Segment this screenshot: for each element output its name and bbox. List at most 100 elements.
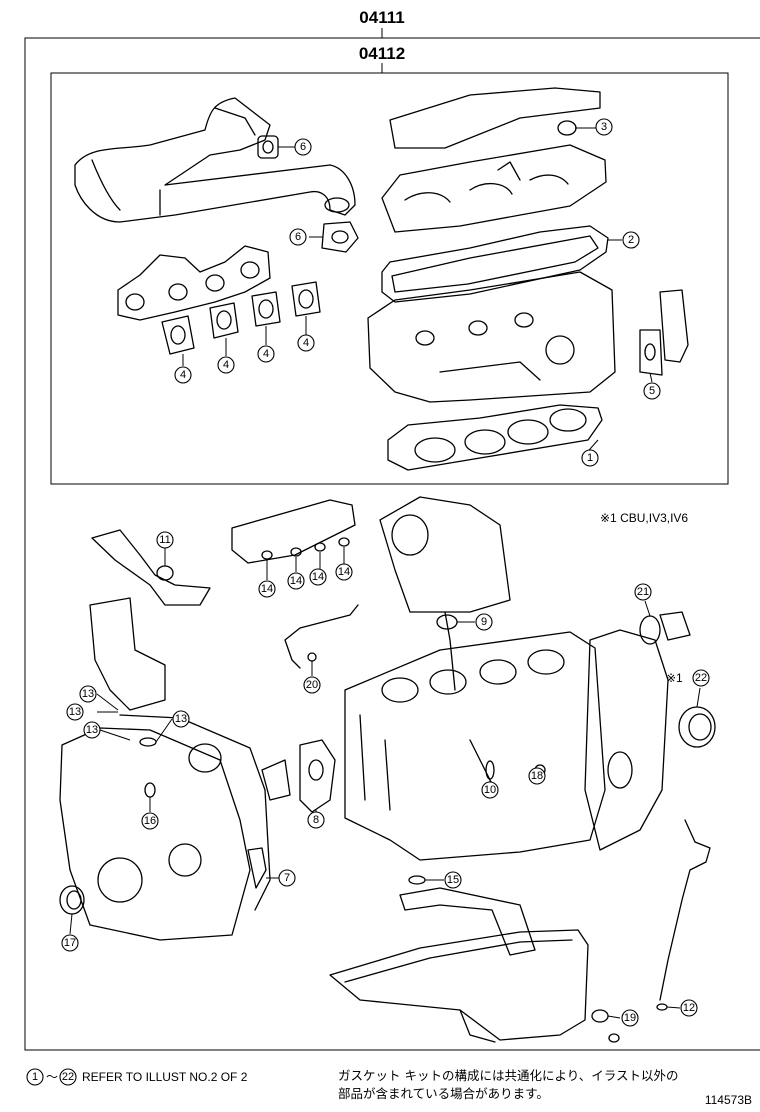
callout-4d: 4 <box>297 334 315 352</box>
cylinder-head-drawing <box>367 271 616 403</box>
svg-text:7: 7 <box>284 872 290 884</box>
svg-text:9: 9 <box>481 616 487 628</box>
jp-note-line2: 部品が含まれている場合があります。 <box>338 1086 549 1101</box>
o-ring-13 <box>139 737 157 747</box>
variant-note-marker: ※1 <box>666 671 683 685</box>
svg-text:16: 16 <box>144 815 156 827</box>
svg-text:～: ～ <box>46 1070 58 1084</box>
callout-18: 18 <box>528 767 546 785</box>
svg-text:20: 20 <box>306 679 318 691</box>
svg-text:4: 4 <box>223 359 229 371</box>
svg-text:1: 1 <box>32 1071 38 1083</box>
water-outlet-drawing <box>639 289 689 376</box>
callout-6-upper: 6 <box>294 138 312 156</box>
intake-manifold-drawing <box>231 499 356 564</box>
gasket-6-lower <box>321 221 359 253</box>
svg-text:8: 8 <box>313 814 319 826</box>
svg-text:14: 14 <box>312 571 324 583</box>
svg-text:1: 1 <box>587 452 593 464</box>
callout-13b: 13 <box>66 703 84 721</box>
oil-pan-drawing <box>329 929 589 1043</box>
svg-text:14: 14 <box>338 566 350 578</box>
callout-9: 9 <box>475 613 493 631</box>
o-ring-21 <box>639 611 691 645</box>
svg-text:22: 22 <box>62 1071 74 1083</box>
svg-text:2: 2 <box>628 234 634 246</box>
svg-text:13: 13 <box>82 688 94 700</box>
svg-text:5: 5 <box>649 385 655 397</box>
timing-case-drawing <box>59 597 271 941</box>
callout-15: 15 <box>444 871 462 889</box>
oil-pipe-20 <box>284 604 359 669</box>
svg-text:13: 13 <box>69 706 81 718</box>
svg-text:13: 13 <box>86 724 98 736</box>
svg-text:17: 17 <box>64 937 76 949</box>
gasket-6-upper <box>257 135 279 159</box>
rear-oil-seal-22 <box>678 706 716 748</box>
callout-1: 1 <box>581 449 599 467</box>
svg-text:4: 4 <box>303 337 309 349</box>
callout-16: 16 <box>141 812 159 830</box>
oil-seal-17 <box>59 885 85 915</box>
callout-8: 8 <box>307 811 325 829</box>
svg-text:18: 18 <box>531 770 543 782</box>
callout-14b: 14 <box>287 572 305 590</box>
svg-text:15: 15 <box>447 874 459 886</box>
oil-dipstick-drawing <box>656 819 711 1011</box>
turbocharger-drawing <box>379 496 511 691</box>
svg-text:14: 14 <box>261 583 273 595</box>
footer-refer-range: 1 ～ 22 REFER TO ILLUST NO.2 OF 2 <box>26 1068 248 1086</box>
callout-6-lower: 6 <box>289 228 307 246</box>
intake-pipe-drawing <box>74 97 356 223</box>
svg-text:6: 6 <box>300 141 306 153</box>
inner-kit-frame <box>50 72 729 485</box>
callout-20: 20 <box>303 676 321 694</box>
callout-12: 12 <box>680 999 698 1017</box>
callout-11: 11 <box>156 531 174 549</box>
exhaust-manifold-drawing <box>117 245 271 321</box>
svg-text:21: 21 <box>637 586 649 598</box>
callout-21: 21 <box>634 583 652 601</box>
variant-note: ※1 CBU,IV3,IV6 <box>600 511 688 525</box>
callout-4a: 4 <box>174 366 192 384</box>
illustration-id: 114573B <box>705 1093 752 1107</box>
callout-17: 17 <box>61 934 79 952</box>
cylinder-block-drawing <box>344 631 606 861</box>
outer-part-number: 04111 <box>359 8 404 27</box>
grommet-3 <box>557 120 577 136</box>
outer-kit-frame <box>24 37 760 1051</box>
svg-text:22: 22 <box>695 672 707 684</box>
water-pump-drawing <box>91 529 211 606</box>
callout-19: 19 <box>621 1009 639 1027</box>
jp-note-line1: ガスケット キットの構成には共通化により、イラスト以外の <box>338 1068 678 1083</box>
callout-13c: 13 <box>83 721 101 739</box>
head-cover-drawing <box>381 87 607 233</box>
svg-text:19: 19 <box>624 1012 636 1024</box>
callout-10: 10 <box>481 781 499 799</box>
svg-text:11: 11 <box>159 534 170 546</box>
o-ring-11 <box>156 565 174 581</box>
exhaust-gaskets-4 <box>161 281 321 355</box>
o-ring-16 <box>144 782 156 798</box>
head-gasket-1 <box>387 404 603 471</box>
callout-13d: 13 <box>172 710 190 728</box>
drain-plug-gasket-19 <box>591 1009 620 1043</box>
leader-lines <box>69 127 701 1019</box>
callout-4c: 4 <box>257 345 275 363</box>
oil-cooler-gasket-10 <box>485 760 495 780</box>
callout-3: 3 <box>595 118 613 136</box>
callout-14a: 14 <box>258 580 276 598</box>
svg-text:4: 4 <box>180 369 186 381</box>
refer-text: REFER TO ILLUST NO.2 OF 2 <box>82 1070 248 1084</box>
svg-text:14: 14 <box>290 575 302 587</box>
callout-5: 5 <box>643 382 661 400</box>
cover-gasket-7 <box>247 847 267 889</box>
callout-7: 7 <box>278 869 296 887</box>
callout-14c: 14 <box>309 568 327 586</box>
callout-4b: 4 <box>217 356 235 374</box>
callout-2: 2 <box>622 231 640 249</box>
callout-22: 22 <box>692 669 710 687</box>
callout-13a: 13 <box>79 685 97 703</box>
flywheel-housing-drawing <box>584 629 669 851</box>
